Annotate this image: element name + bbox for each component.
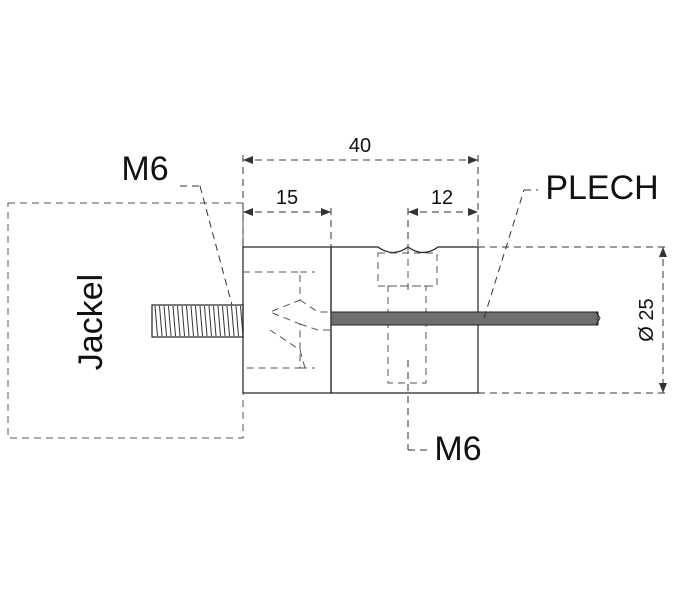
dimension-40-label: 40 (349, 135, 371, 157)
thread-line (231, 305, 235, 337)
thread-line (226, 305, 230, 337)
dimension-15-label: 15 (276, 187, 298, 209)
thread-line (181, 305, 185, 337)
m6-top-label: M6 (121, 150, 168, 188)
thread-line (204, 305, 208, 337)
leader-m6-top: M6 (121, 150, 233, 306)
clamp-left-body (242, 246, 332, 394)
m6-bottom-label: M6 (434, 430, 481, 468)
dimension-12-label: 12 (431, 187, 453, 209)
jackel-label: Jackel (72, 274, 110, 370)
thread-line (190, 305, 194, 337)
thread-line (168, 305, 172, 337)
thread-line (199, 305, 203, 337)
thread-line (186, 305, 190, 337)
thread-line (195, 305, 199, 337)
plech-label: PLECH (545, 169, 658, 207)
clamp-right-body (330, 246, 479, 394)
thread-line (154, 305, 158, 337)
thread-line (163, 305, 167, 337)
hidden-countersink (243, 271, 330, 369)
thread-line (208, 305, 212, 337)
leader-plech: PLECH (483, 169, 659, 319)
threaded-stud (151, 304, 244, 338)
dimension-15: 15 (243, 187, 332, 247)
thread-line (235, 305, 239, 337)
thread-line (177, 305, 181, 337)
dimension-diameter-label: Ø 25 (636, 298, 658, 341)
sheet-plech (330, 311, 599, 326)
dimension-40: 40 (242, 135, 479, 247)
thread-line (222, 305, 226, 337)
thread-line (172, 305, 176, 337)
thread-line (213, 305, 217, 337)
dimension-diameter-25: Ø 25 (478, 246, 668, 394)
leader-m6-bottom: M6 (407, 360, 482, 468)
thread-line (159, 305, 163, 337)
dimension-12: 12 (407, 187, 478, 247)
thread-line (217, 305, 221, 337)
